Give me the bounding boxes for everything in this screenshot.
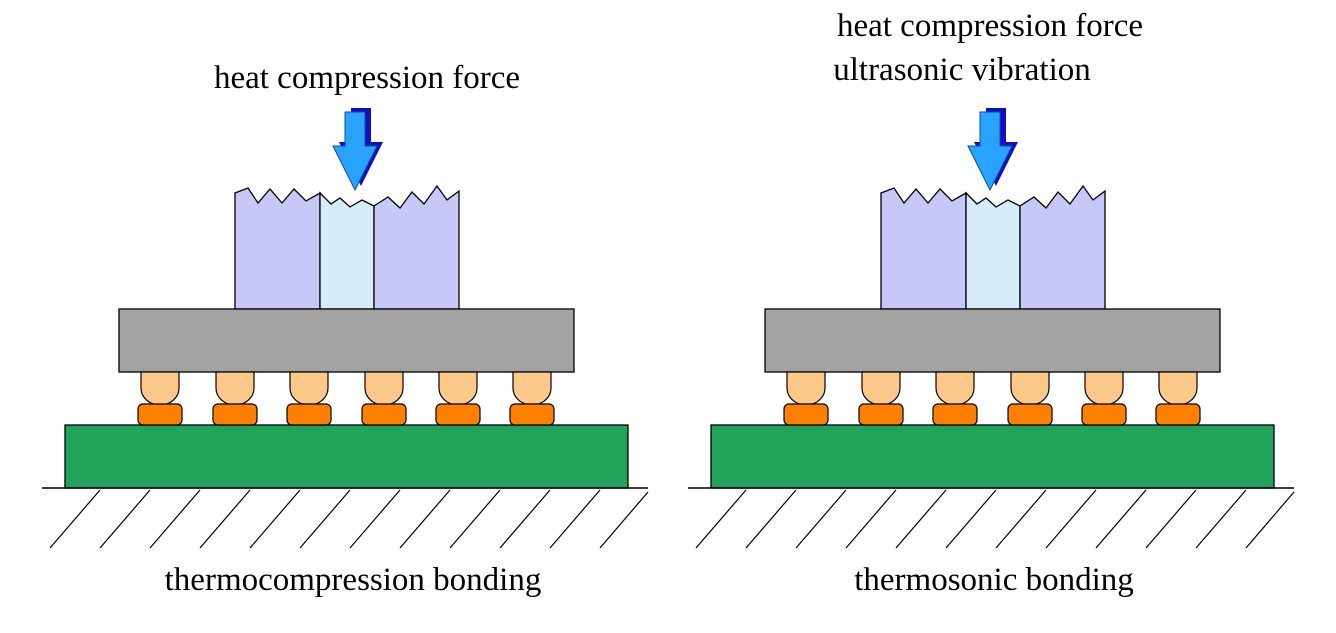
bump-3 [286,371,332,426]
right-bumps [783,371,1201,426]
bump-4 [1007,371,1053,426]
right-bonding-assembly [687,185,1295,489]
right-force-arrow-icon [967,107,1019,191]
bump-4 [361,371,407,426]
bump-1 [783,371,829,426]
bump-2 [858,371,904,426]
left-panel: heat compression force thermocompression… [41,60,649,598]
bump-1 [137,371,183,426]
right-caption: thermosonic bonding [854,562,1134,598]
right-force-label-line1: heat compression force [837,8,1143,44]
bump-3 [932,371,978,426]
left-bumps [137,371,555,426]
left-caption: thermocompression bonding [165,562,542,598]
bump-5 [1081,371,1127,426]
left-force-arrow-icon [332,107,384,191]
right-panel: heat compression force ultrasonic vibrat… [687,8,1295,598]
right-force-label-line2: ultrasonic vibration [833,52,1091,88]
bump-2 [212,371,258,426]
left-force-label: heat compression force [214,60,520,96]
left-bonding-assembly [41,185,649,489]
right-ground-hatch [695,489,1295,549]
bump-6 [509,371,555,426]
bump-6 [1155,371,1201,426]
bump-5 [435,371,481,426]
left-ground-hatch [49,489,649,549]
